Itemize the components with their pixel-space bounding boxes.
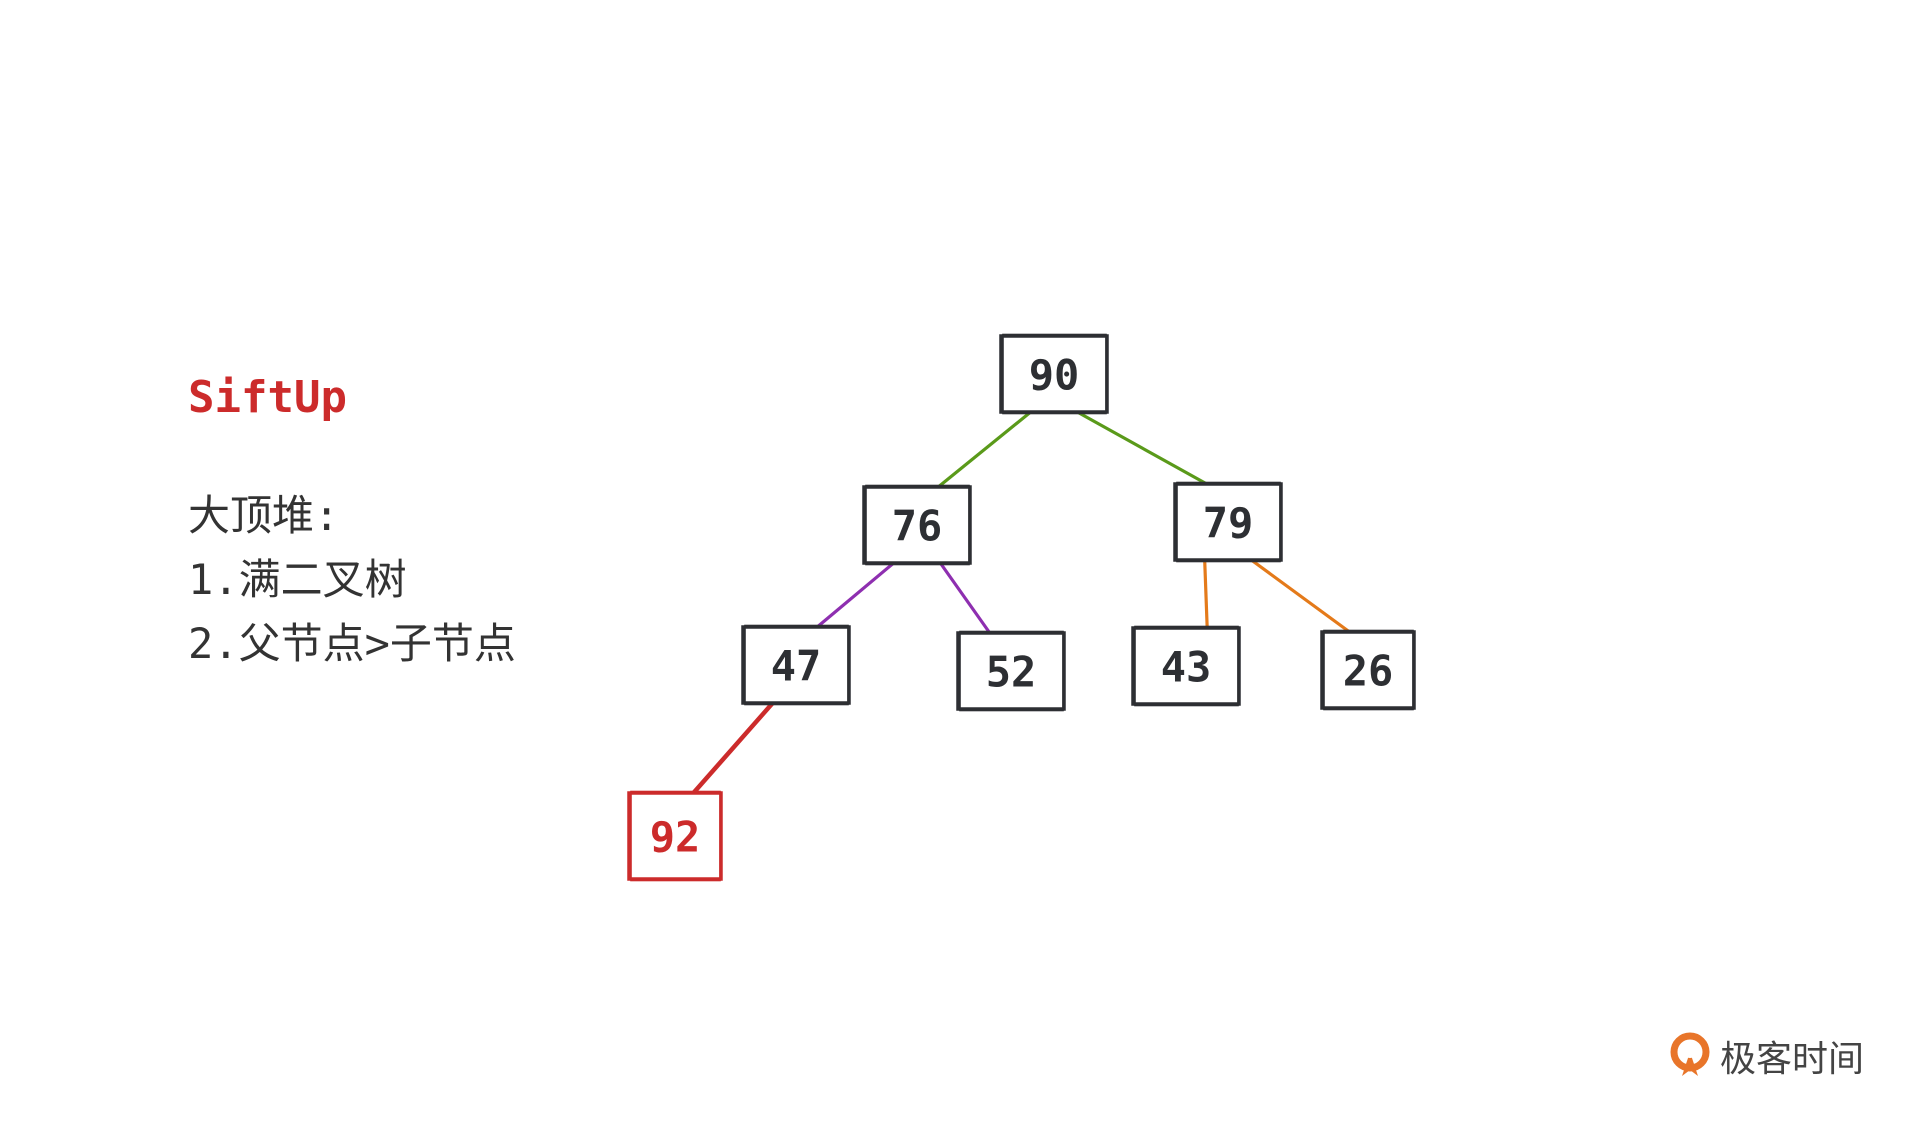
rule-complete-tree: 1.满二叉树	[188, 555, 407, 604]
notes-panel: SiftUp 大顶堆: 1.满二叉树 2.父节点>子节点	[188, 372, 516, 676]
node-box-sketch	[1002, 333, 1107, 415]
heap-node-79: 79	[1173, 481, 1283, 563]
node-box	[627, 791, 723, 881]
heap-node-43: 43	[1131, 625, 1241, 707]
heap-node-76: 76	[862, 484, 972, 566]
node-label: 26	[1343, 647, 1394, 696]
node-label: 90	[1029, 351, 1080, 400]
node-box-sketch	[1323, 629, 1414, 711]
edge-n47-n92	[691, 700, 775, 796]
node-box	[999, 334, 1109, 414]
brand-name: 极客时间	[1720, 1039, 1865, 1080]
heap-node-47: 47	[741, 624, 851, 706]
node-label: 92	[650, 813, 701, 862]
node-box-sketch	[630, 790, 721, 882]
node-label: 52	[986, 648, 1037, 697]
heap-heading: 大顶堆:	[188, 491, 340, 540]
diagram-title: SiftUp	[188, 372, 347, 423]
geektime-logo-icon	[1670, 1032, 1710, 1076]
node-box	[956, 631, 1066, 711]
node-box-sketch	[1134, 625, 1239, 707]
node-label: 43	[1161, 643, 1212, 692]
rule-parent-greater: 2.父节点>子节点	[188, 619, 516, 668]
heap-node-92: 92	[627, 790, 723, 882]
node-box-sketch	[1176, 481, 1281, 563]
brand: 极客时间	[1668, 1026, 1864, 1086]
edge-n90-n79	[1075, 410, 1209, 486]
node-box-sketch	[744, 624, 849, 706]
edge-n79-n43	[1203, 558, 1209, 630]
nodes-layer: 90 76 79 47 52 43 26 92	[627, 333, 1416, 882]
node-box	[1131, 626, 1241, 706]
node-box-sketch	[865, 484, 970, 566]
node-box-sketch	[959, 630, 1064, 712]
node-box	[1320, 630, 1416, 710]
node-label: 79	[1203, 499, 1254, 548]
heap-node-26: 26	[1320, 629, 1416, 711]
edge-n76-n47	[815, 561, 896, 629]
edges-layer	[691, 410, 1352, 796]
node-label: 76	[892, 502, 943, 551]
node-box	[862, 485, 972, 565]
node-label: 47	[771, 642, 822, 691]
edge-n79-n26	[1249, 558, 1352, 634]
node-box	[741, 625, 851, 705]
heap-node-90: 90	[999, 333, 1109, 415]
edge-n90-n76	[936, 410, 1033, 489]
edge-n76-n52	[938, 561, 992, 635]
heap-node-52: 52	[956, 630, 1066, 712]
node-box	[1173, 482, 1283, 562]
